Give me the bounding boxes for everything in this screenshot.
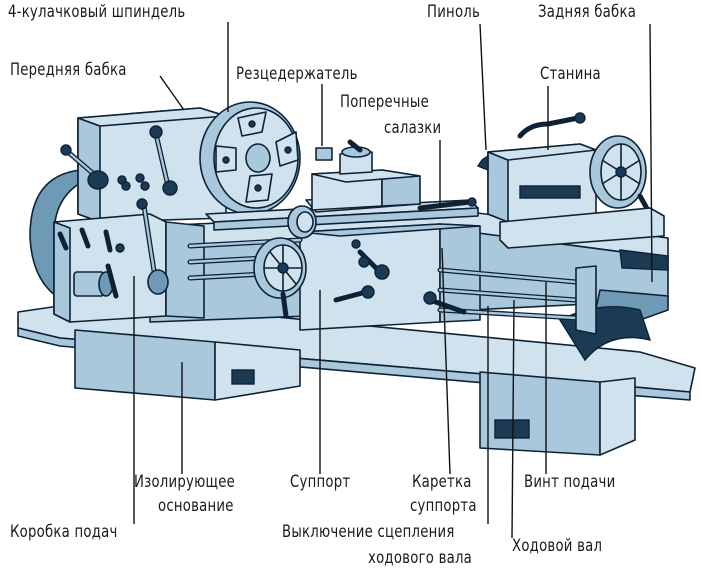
headstock bbox=[29, 107, 227, 323]
label-cross-slide-2: салазки bbox=[384, 118, 442, 138]
label-clutch-1: Выключение сцепления bbox=[282, 522, 455, 542]
label-feed-shaft: Ходовой вал bbox=[512, 536, 603, 556]
label-base-2: основание bbox=[158, 496, 234, 516]
label-leadscrew: Винт подачи bbox=[524, 472, 616, 492]
cross-slide bbox=[205, 139, 479, 239]
carriage bbox=[187, 223, 481, 331]
label-pinol: Пиноль bbox=[427, 2, 481, 22]
label-headstock: Передняя бабка bbox=[10, 60, 127, 80]
headstock-levers bbox=[57, 125, 178, 299]
label-tailstock: Задняя бабка bbox=[538, 2, 637, 22]
four-jaw-chuck bbox=[199, 101, 301, 215]
label-cross-slide-1: Поперечные bbox=[340, 92, 429, 112]
base-plate bbox=[17, 299, 696, 456]
lead-screw bbox=[423, 265, 597, 335]
label-bed: Станина bbox=[540, 64, 601, 84]
leader-lines bbox=[133, 22, 653, 539]
label-carriage-unit: Суппорт bbox=[290, 472, 351, 492]
label-clutch-2: ходового вала bbox=[368, 548, 473, 568]
tailstock bbox=[476, 112, 665, 249]
label-base-1: Изолирующее bbox=[134, 472, 235, 492]
label-gearbox: Коробка подач bbox=[10, 522, 118, 542]
label-toolholder: Резцедержатель bbox=[236, 64, 358, 84]
label-apron-2: суппорта bbox=[410, 496, 477, 516]
label-spindle: 4-кулачковый шпиндель bbox=[8, 2, 186, 22]
label-apron-1: Каретка bbox=[412, 472, 472, 492]
